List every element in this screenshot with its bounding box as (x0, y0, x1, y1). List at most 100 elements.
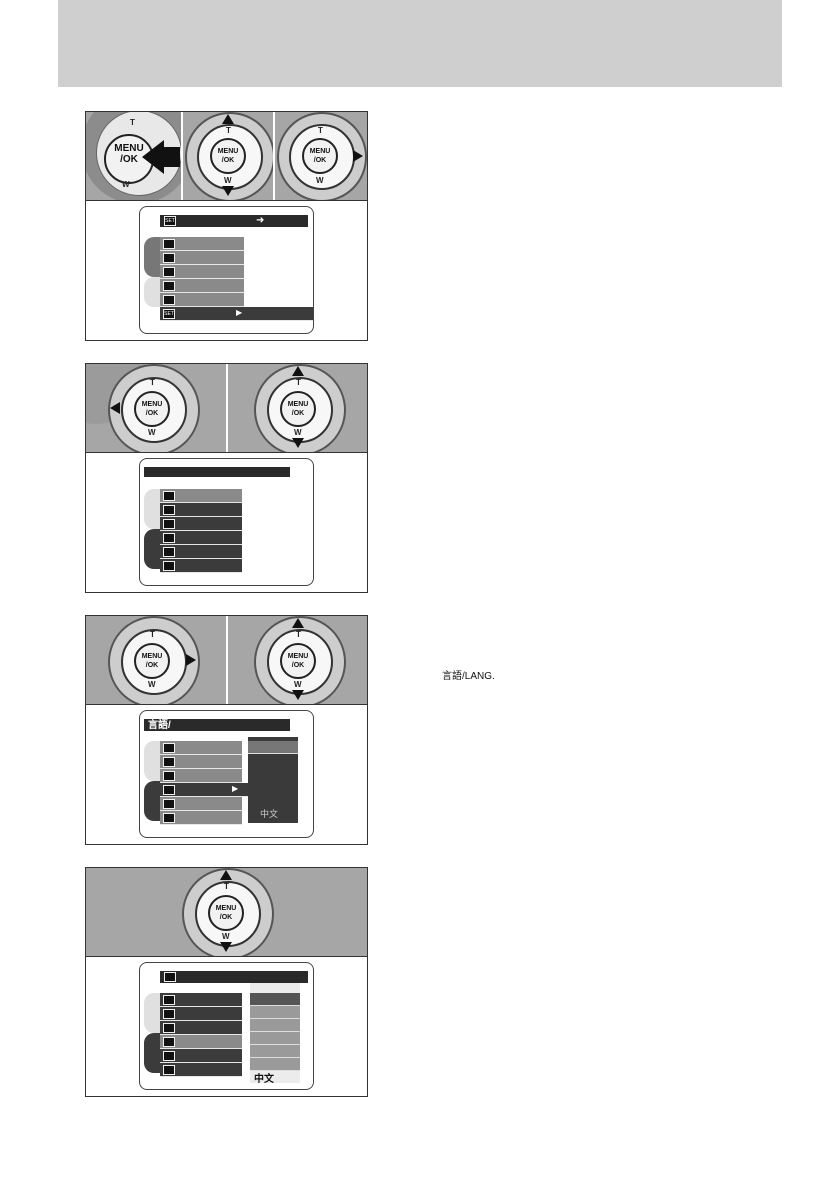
step-panel-2: MENU /OK T W MENU /OK T W (85, 363, 368, 593)
lcd-screen: 中文 (139, 962, 314, 1090)
clock-icon (163, 505, 175, 515)
language-icon (163, 533, 175, 543)
clock-icon (163, 1009, 175, 1019)
time-difference-icon (163, 771, 175, 781)
lcd-screen: 言語/ ▶ 中文 (139, 710, 314, 838)
menu-item[interactable] (160, 755, 242, 769)
zoom-w-label: W (148, 680, 156, 689)
photo-dpad-right: MENU /OK T W (273, 112, 367, 200)
menu-item[interactable] (160, 251, 244, 265)
button-photos: MENU /OK T W (86, 868, 367, 957)
menu-item[interactable] (160, 237, 244, 251)
menu-ok-button[interactable]: MENU /OK (302, 138, 338, 174)
photo-dpad-updown: MENU /OK T W (226, 616, 367, 704)
menu-ok-button[interactable]: MENU /OK (208, 895, 244, 931)
submenu-arrow-icon: ▶ (232, 784, 239, 793)
press-arrow-icon (142, 140, 164, 174)
menu-item[interactable] (160, 1007, 242, 1021)
menu-item[interactable] (160, 1063, 242, 1077)
step-panel-4: MENU /OK T W 中文 (85, 867, 368, 1097)
display-icon (163, 1051, 175, 1061)
self-timer-icon (163, 239, 175, 249)
menu-ok-button[interactable]: MENU /OK (280, 643, 316, 679)
menu-item[interactable] (160, 545, 242, 559)
right-arrow-icon (353, 150, 363, 162)
zoom-w-label: W (222, 932, 230, 941)
down-arrow-icon (292, 690, 304, 700)
zoom-t-label: T (150, 378, 155, 387)
menu-item[interactable] (160, 993, 242, 1007)
menu-item[interactable] (160, 797, 242, 811)
menu-item[interactable] (160, 769, 242, 783)
zoom-w-label: W (224, 176, 232, 185)
lcd-screen: SET ➜ SET▶ (139, 206, 314, 334)
setup-icon: SET (164, 216, 176, 226)
language-icon (164, 972, 176, 982)
button-photos: MENU /OK T W MENU /OK T W (86, 616, 367, 705)
zoom-t-label: T (150, 630, 155, 639)
zoom-t-label: T (318, 126, 323, 135)
menu-item[interactable] (160, 503, 242, 517)
menu-item[interactable] (160, 531, 242, 545)
menu-item[interactable] (160, 279, 244, 293)
menu-item[interactable] (160, 741, 242, 755)
up-arrow-icon (220, 870, 232, 880)
zoom-t-label: T (226, 126, 231, 135)
display-icon (163, 547, 175, 557)
menu-ok-button[interactable]: MENU /OK (134, 391, 170, 427)
display-icon (163, 799, 175, 809)
zoom-t-label: T (296, 378, 301, 387)
left-arrow-icon (110, 402, 120, 414)
lcd-screen (139, 458, 314, 586)
clock-icon (163, 757, 175, 767)
language-setting-label: 言語/LANG. (442, 671, 495, 682)
zoom-t-label: T (130, 118, 135, 127)
menu-item[interactable] (160, 265, 244, 279)
language-list: 中文 (248, 737, 298, 823)
language-icon (163, 785, 175, 795)
language-list: 中文 (250, 983, 300, 1085)
menu-item-language-selected[interactable]: ▶ (160, 783, 248, 797)
menu-item[interactable] (160, 559, 242, 573)
photo-dpad-updown: MENU /OK T W (226, 364, 367, 452)
language-title: 言語/ (148, 720, 171, 731)
zoom-w-label: W (122, 180, 130, 189)
menu-title-bar: 言語/ (144, 719, 290, 731)
camera-icon (163, 267, 175, 277)
arrow-icon: ➜ (256, 215, 265, 226)
playback-icon (163, 995, 175, 1005)
photo-dpad-updown: MENU /OK T W (181, 112, 275, 200)
menu-item-language-selected[interactable] (160, 1035, 242, 1049)
menu-ok-button[interactable]: MENU /OK (210, 138, 246, 174)
menu-item[interactable] (160, 1049, 242, 1063)
menu-item[interactable] (160, 811, 242, 825)
menu-title-bar: SET ➜ (160, 215, 308, 227)
menu-item[interactable] (160, 293, 244, 307)
language-option-chinese[interactable]: 中文 (254, 1074, 274, 1085)
playback-icon (163, 743, 175, 753)
up-arrow-icon (292, 366, 304, 376)
white-balance-icon (163, 253, 175, 263)
frame-icon (163, 281, 175, 291)
usb-icon (163, 1065, 175, 1075)
language-option-chinese[interactable]: 中文 (260, 809, 279, 819)
down-arrow-icon (292, 438, 304, 448)
menu-item-selected[interactable] (160, 489, 242, 503)
menu-ok-button[interactable]: MENU /OK (134, 643, 170, 679)
zoom-w-label: W (294, 680, 302, 689)
right-arrow-icon (186, 654, 196, 666)
usb-icon (163, 561, 175, 571)
menu-ok-button[interactable]: MENU /OK (280, 391, 316, 427)
step-panel-3: MENU /OK T W MENU /OK T W 言語/ ▶ 中文 (85, 615, 368, 845)
menu-item[interactable] (160, 517, 242, 531)
language-icon (163, 1037, 175, 1047)
button-photos: MENU /OK T W MENU /OK T W (86, 364, 367, 453)
menu-item[interactable] (160, 1021, 242, 1035)
menu-title-bar (144, 467, 290, 477)
menu-item-setup-selected[interactable]: SET▶ (160, 307, 313, 321)
language-option-selected[interactable] (248, 741, 298, 754)
zoom-w-label: W (294, 428, 302, 437)
photo-dpad-updown: MENU /OK T W (86, 868, 367, 956)
photo-press-menu: MENU /OK T W (86, 112, 181, 200)
zoom-t-label: T (224, 882, 229, 891)
